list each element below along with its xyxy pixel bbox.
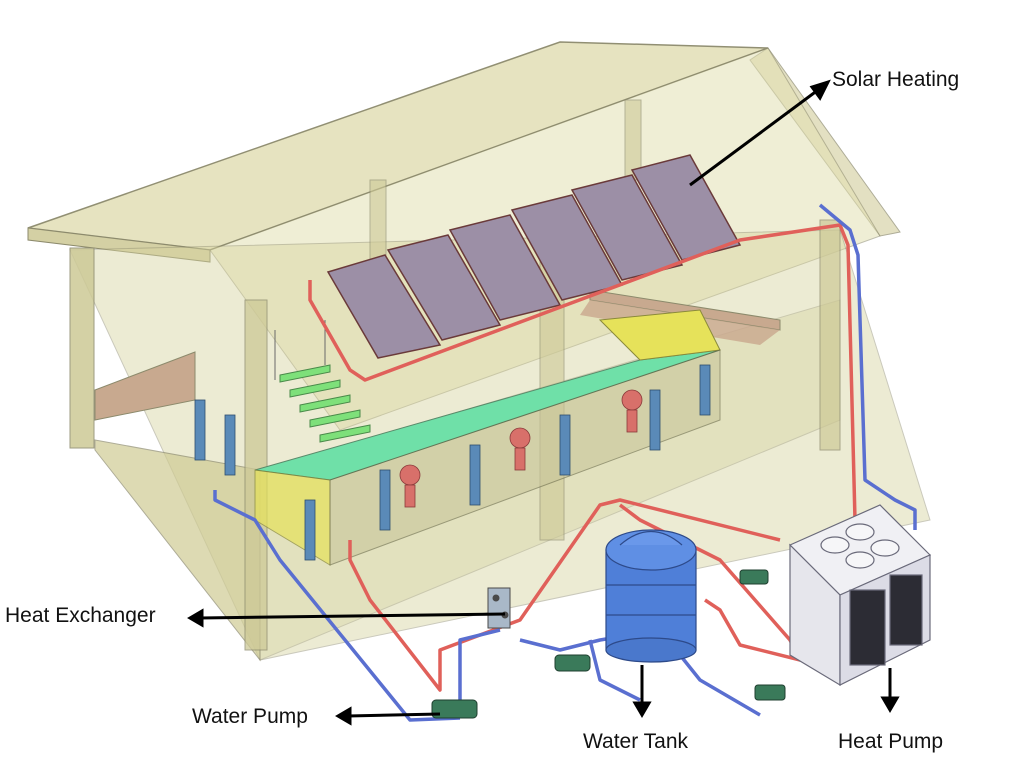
solar-heating-arrowhead (809, 79, 831, 101)
solar-panels (326, 154, 742, 359)
water-pump-label: Water Pump (192, 705, 308, 728)
heat-exchanger-label: Heat Exchanger (5, 604, 156, 627)
heat-pump-arrowhead (880, 696, 900, 713)
heat-exchanger-arrowhead (187, 608, 204, 628)
culture-tank (194, 309, 721, 566)
water-tank-label: Water Tank (583, 730, 689, 753)
solar-heating-arrow (689, 88, 819, 187)
cold-pipes (213, 203, 917, 722)
heat-exchanger-arrow (199, 612, 506, 620)
water-tank (605, 529, 697, 663)
solar-heating-label: Solar Heating (832, 68, 960, 91)
water-pump-arrow (347, 712, 441, 718)
water-pumps (431, 569, 786, 719)
heat-pump-label: Heat Pump (838, 730, 944, 753)
heat-pump-unit (788, 504, 932, 687)
heat-exchanger (487, 587, 511, 629)
callout-arrows (187, 79, 900, 726)
water-pump-arrowhead (335, 706, 352, 726)
stairs (274, 320, 371, 443)
water-tank-arrowhead (632, 701, 652, 718)
